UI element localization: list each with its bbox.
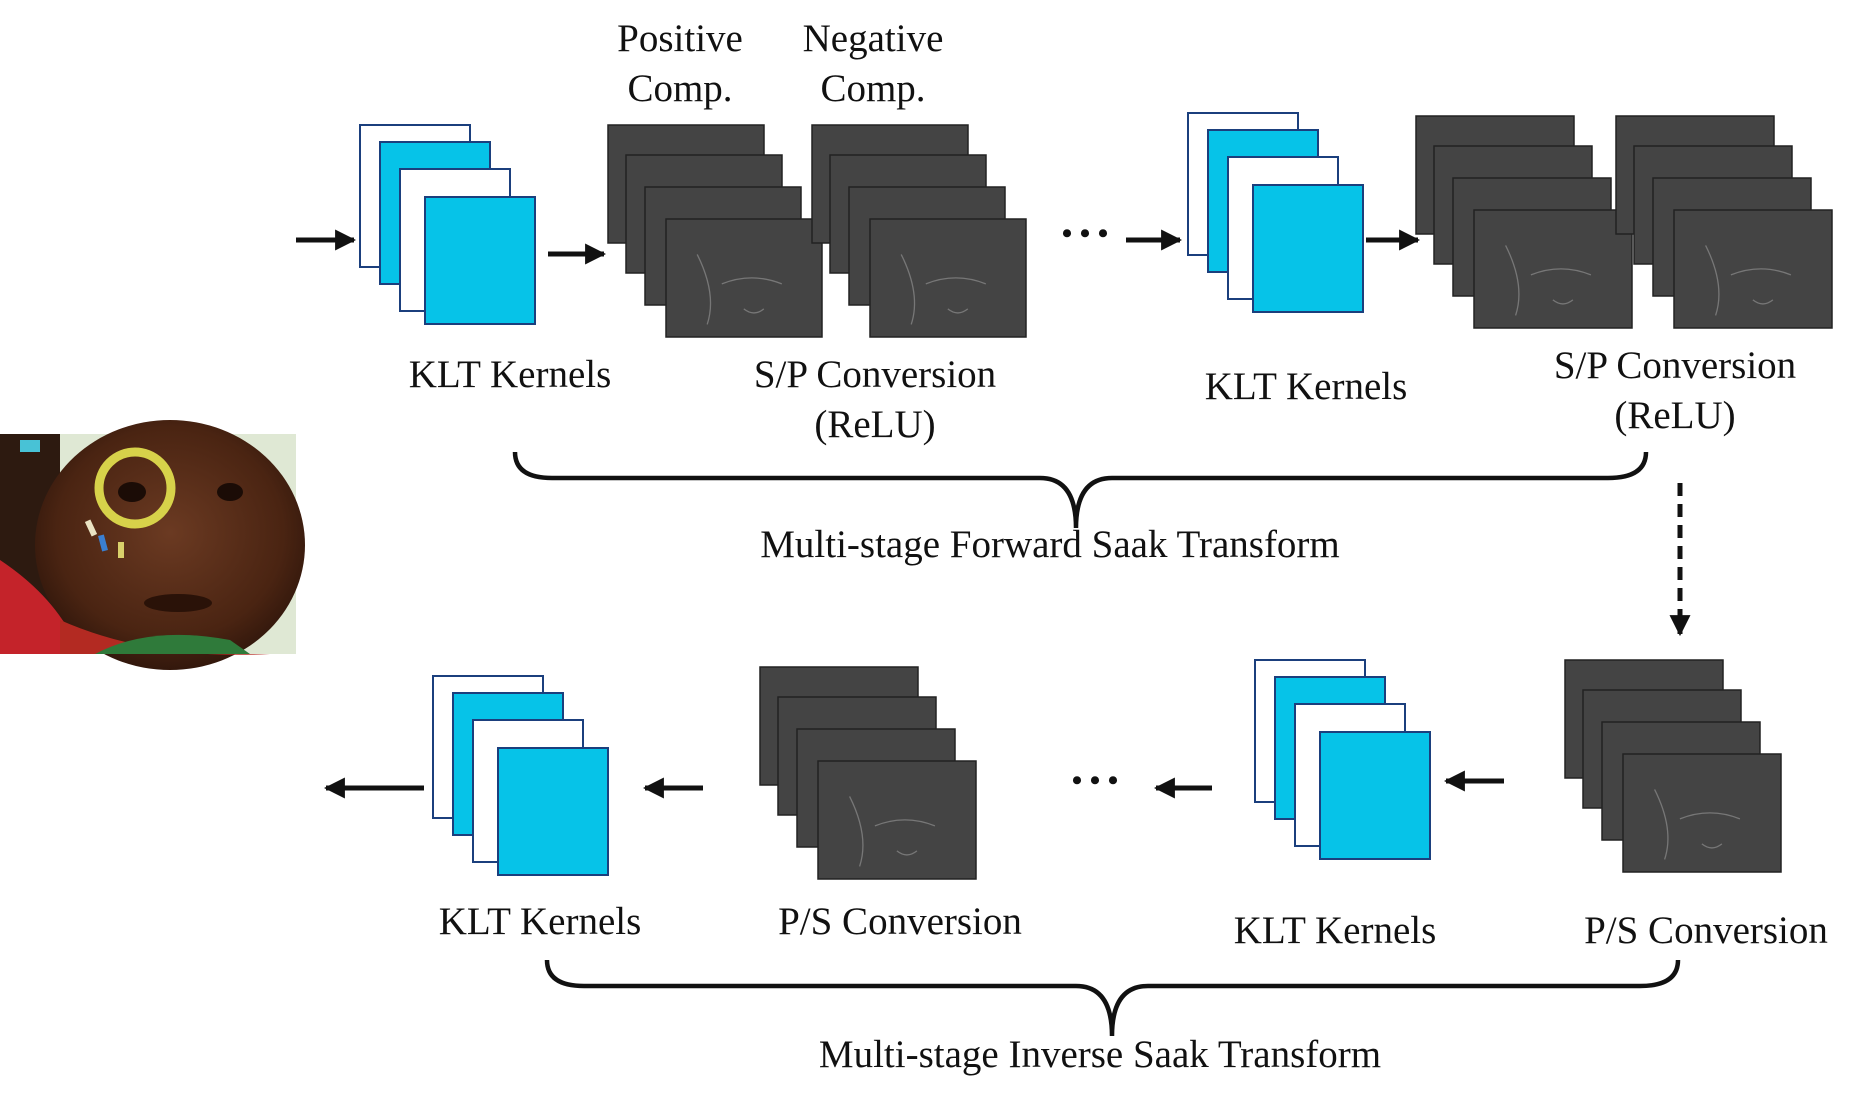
kernel-filled — [497, 747, 609, 876]
inverse-klt-kernels-label-2: KLT Kernels — [438, 900, 642, 943]
inverse-klt-kernels-2 — [432, 675, 609, 876]
positive-comp-stack — [607, 124, 823, 338]
sp-stack-2a — [1415, 115, 1633, 329]
kernel-filled — [1319, 731, 1431, 860]
inverse-klt-kernels-1 — [1254, 659, 1431, 860]
ps-stack-inverse-1 — [1564, 659, 1782, 873]
feature-map-texture — [900, 254, 987, 325]
feature-map-texture — [849, 796, 936, 867]
inverse-ps-conversion-label-1: P/S Conversion — [1584, 909, 1828, 952]
forward-klt-kernels-label-2: KLT Kernels — [1204, 365, 1408, 408]
inverse-ps-conversion-label-2: P/S Conversion — [778, 900, 1022, 943]
inverse-ellipsis: • • • — [1071, 764, 1119, 797]
forward-brace-label: Multi-stage Forward Saak Transform — [760, 523, 1340, 566]
forward-brace — [512, 451, 1649, 529]
ps-stack-inverse-2 — [759, 666, 977, 880]
forward-sp-conversion-label-1: S/P Conversion(ReLU) — [753, 353, 997, 446]
feature-map-texture — [1654, 789, 1741, 860]
feature-map-texture — [696, 254, 783, 325]
inverse-brace-label: Multi-stage Inverse Saak Transform — [818, 1033, 1382, 1076]
inverse-brace — [544, 959, 1681, 1037]
forward-ellipsis: • • • — [1061, 217, 1109, 250]
sp-stack-2b — [1615, 115, 1833, 329]
kernel-filled — [1252, 184, 1364, 313]
forward-sp-conversion-label-2: S/P Conversion(ReLU) — [1553, 344, 1797, 437]
kernel-filled — [424, 196, 536, 325]
feature-map-texture — [1505, 245, 1592, 316]
inverse-klt-kernels-label-1: KLT Kernels — [1233, 909, 1437, 952]
input-image — [0, 420, 305, 670]
forward-klt-kernels-2 — [1187, 112, 1364, 313]
feature-map-texture — [1705, 245, 1792, 316]
forward-klt-kernels-label-1: KLT Kernels — [408, 353, 612, 396]
forward-klt-kernels-1 — [359, 124, 536, 325]
negative-comp-stack — [811, 124, 1027, 338]
